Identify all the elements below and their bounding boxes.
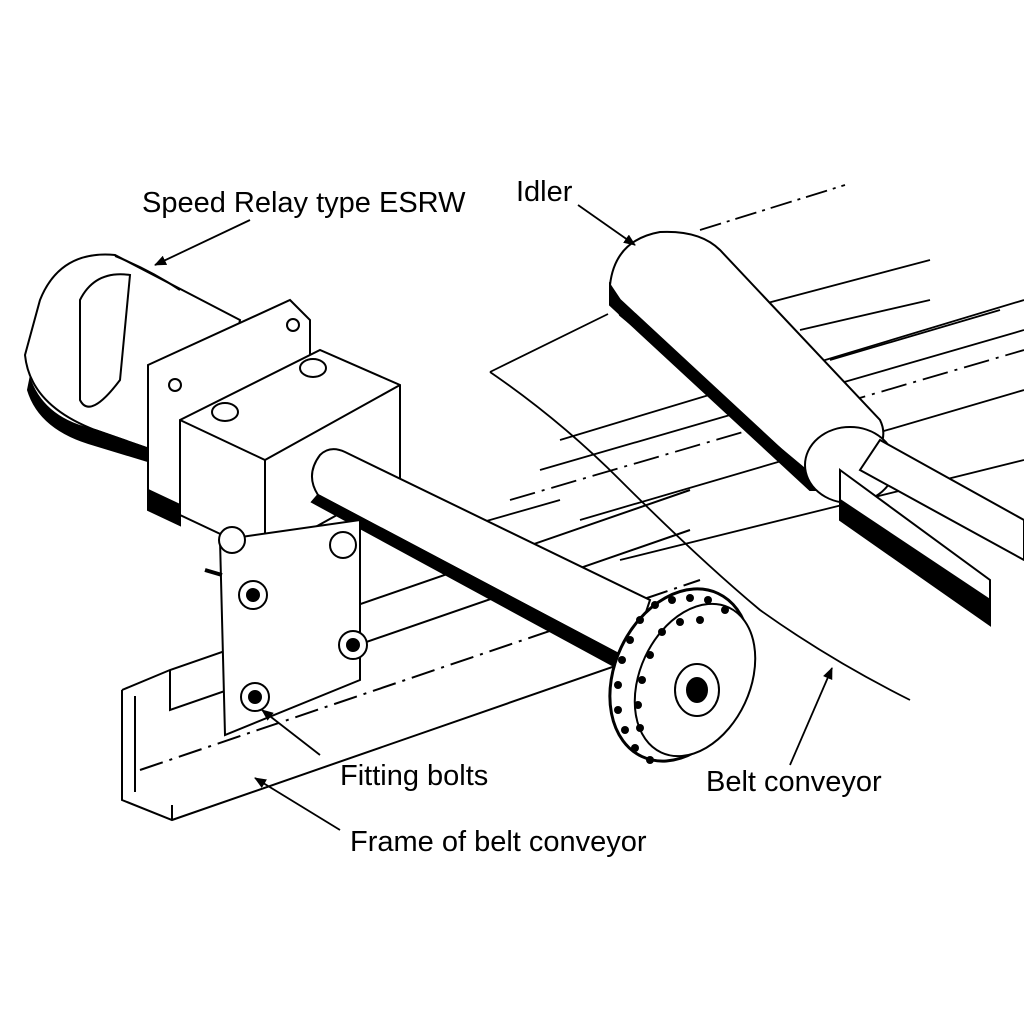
frame-label: Frame of belt conveyor	[350, 826, 647, 858]
speed-relay-label: Speed Relay type ESRW	[142, 187, 466, 219]
belt-conveyor-label: Belt conveyor	[706, 766, 882, 798]
idler-roller	[608, 230, 1024, 627]
speed-relay	[23, 253, 401, 557]
leader-lines	[154, 204, 833, 831]
sensing-wheel	[608, 587, 757, 764]
mounting-bracket	[204, 518, 368, 737]
fitting-bolts-leader	[261, 709, 321, 756]
fitting-bolts-label: Fitting bolts	[340, 760, 489, 792]
idler-label: Idler	[516, 176, 573, 208]
relay-shaft	[310, 448, 652, 674]
frame-leader	[254, 777, 341, 831]
idler-leader	[577, 204, 636, 246]
speed-relay-leader	[154, 219, 251, 266]
belt-conveyor-leader	[789, 667, 833, 766]
